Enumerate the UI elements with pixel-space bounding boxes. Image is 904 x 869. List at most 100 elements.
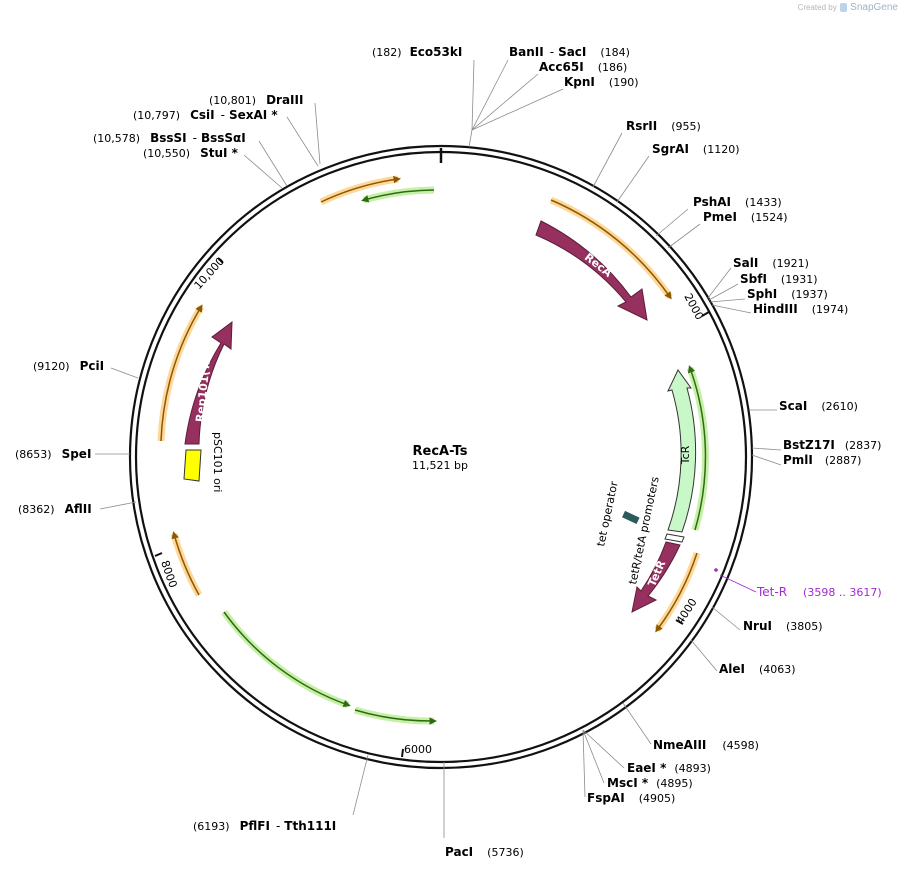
feature-tet-operator-block — [622, 510, 640, 525]
orf-left-8000-line — [171, 531, 200, 596]
snapgene-name: SnapGene — [850, 2, 898, 13]
enzyme-bsssi: (10,578)BssSI-BssSαI — [93, 131, 246, 145]
leader-alei — [690, 639, 718, 672]
orf-rep101-line — [160, 304, 203, 442]
leader-eaei — [582, 729, 625, 769]
leader-hindiii — [711, 304, 752, 314]
tick-8000 — [154, 552, 163, 557]
leader-kpni — [471, 88, 564, 131]
leader-sgrai — [616, 155, 650, 203]
leader-pmli — [751, 454, 782, 466]
orf-left-8000 — [170, 533, 203, 597]
primer-tet-r-leader — [719, 574, 757, 593]
orf-reca-line — [550, 199, 672, 300]
leader-rsrii — [592, 132, 623, 188]
enzyme-draiii: (10,801)DraIII — [209, 93, 303, 107]
snapgene-logo-icon — [839, 3, 847, 13]
leader-fspai — [582, 729, 586, 798]
leader-eco53ki — [471, 59, 475, 131]
orf-green-bottom-b — [354, 706, 435, 725]
feature-promoter-mark — [664, 533, 685, 543]
orf-green-top-line — [361, 189, 435, 203]
feature-psc101-ori-box — [183, 449, 202, 482]
feature-psc101-ori-label: pSC101 ori — [211, 432, 224, 492]
leader-stui — [243, 154, 283, 189]
leader-aflii — [99, 501, 137, 510]
leader-pmei — [667, 223, 701, 249]
leader-draiii — [314, 102, 321, 165]
enzyme-sali: SalI(1921) — [733, 256, 809, 270]
enzyme-aflii: (8362)AflII — [18, 502, 92, 516]
leader-acc65i — [471, 73, 539, 131]
enzyme-scai: ScaI(2610) — [779, 399, 858, 413]
primer-tet-r-label: Tet-R(3598 .. 3617) — [756, 585, 882, 599]
orf-tracks — [157, 175, 709, 725]
leader-nmeaiii — [622, 702, 652, 745]
orf-green-bottom-b-line — [354, 709, 437, 725]
feature-rep101-label: Rep101(Ts) — [193, 352, 213, 422]
orf-green-tcr-line — [687, 365, 707, 531]
primer-tet-r: Tet-R(3598 .. 3617) — [714, 568, 882, 599]
tick-6000 — [401, 748, 404, 758]
enzyme-rsrii: RsrII(955) — [626, 119, 701, 133]
enzyme-sgrai: SgrAI(1120) — [652, 142, 739, 156]
enzyme-fspai: FspAI(4905) — [587, 791, 675, 805]
leader-bsssi — [258, 140, 288, 187]
ruler-ticks: 2000 4000 6000 8000 10,000 — [154, 255, 710, 758]
orf-green-top — [363, 186, 435, 204]
enzyme-sphi: SphI(1937) — [747, 287, 828, 301]
enzyme-labels: (182)Eco53kI BanII-SacI(184) Acc65I(186)… — [15, 45, 881, 859]
enzyme-pcii: (9120)PciI — [33, 359, 104, 373]
orf-top-left — [319, 175, 399, 206]
feature-tcr-arrow — [667, 369, 697, 533]
enzyme-sbfi: SbfI(1931) — [740, 272, 818, 286]
tick-10000 — [217, 257, 224, 264]
enzyme-eaei: EaeI *(4893) — [627, 761, 711, 775]
tick-6000-label: 6000 — [404, 743, 432, 756]
backbone-outer — [128, 144, 754, 770]
enzyme-acc65i: Acc65I(186) — [539, 60, 627, 74]
feature-tetr-arrow — [631, 541, 681, 613]
enzyme-bstz17i: BstZ17I(2837) — [783, 438, 881, 452]
plasmid-name: RecA-Ts — [413, 444, 468, 459]
enzyme-spei: (8653)SpeI — [15, 447, 91, 461]
enzyme-leaders — [95, 59, 782, 838]
enzyme-stui: (10,550)StuI * — [143, 146, 239, 160]
leader-eco-to-ring — [468, 129, 473, 148]
created-by-text: Created by — [797, 3, 837, 12]
enzyme-nrui: NruI(3805) — [743, 619, 823, 633]
enzyme-pmei: PmeI(1524) — [703, 210, 787, 224]
feature-tet-operator-label: tet operator — [594, 480, 621, 548]
tick-8000-label: 8000 — [158, 559, 179, 590]
enzyme-msci: MscI *(4895) — [607, 776, 693, 790]
leader-csii — [286, 116, 319, 167]
enzyme-hindiii: HindIII(1974) — [753, 302, 848, 316]
leader-banii — [471, 59, 509, 131]
leader-bstz17i — [751, 447, 782, 451]
leader-sphi — [709, 298, 746, 303]
orf-tetr-line — [655, 552, 698, 633]
enzyme-paci: PacI(5736) — [445, 845, 524, 859]
enzyme-pflfi-tth111i: (6193)PflFI-Tth111I — [193, 819, 336, 833]
plasmid-length: 11,521 bp — [412, 459, 468, 472]
tick-4000 — [675, 619, 684, 625]
enzyme-banii-saci: BanII-SacI(184) — [509, 45, 630, 59]
leader-sali — [707, 267, 732, 299]
enzyme-kpni: KpnI(190) — [564, 75, 639, 89]
primer-tet-r-dot — [714, 568, 718, 572]
leader-nrui — [711, 606, 741, 631]
enzyme-pshai: PshAI(1433) — [693, 195, 782, 209]
snapgene-brand: Created by SnapGene — [798, 2, 898, 13]
enzyme-pmli: PmlI(2887) — [783, 453, 861, 467]
tick-2000-label: 2000 — [681, 291, 706, 322]
feature-tcr-label: TcR — [679, 445, 692, 465]
enzyme-alei: AleI(4063) — [719, 662, 796, 676]
leader-pshai — [655, 208, 689, 237]
tick-2000 — [701, 311, 710, 317]
enzyme-csii-sexai: (10,797)CsiI-SexAI * — [133, 108, 278, 122]
leader-sbfi — [708, 283, 739, 301]
orf-green-bottom-a — [221, 609, 350, 709]
leader-pcii — [110, 367, 139, 379]
enzyme-nmeaiii: NmeAIII(4598) — [653, 738, 759, 752]
